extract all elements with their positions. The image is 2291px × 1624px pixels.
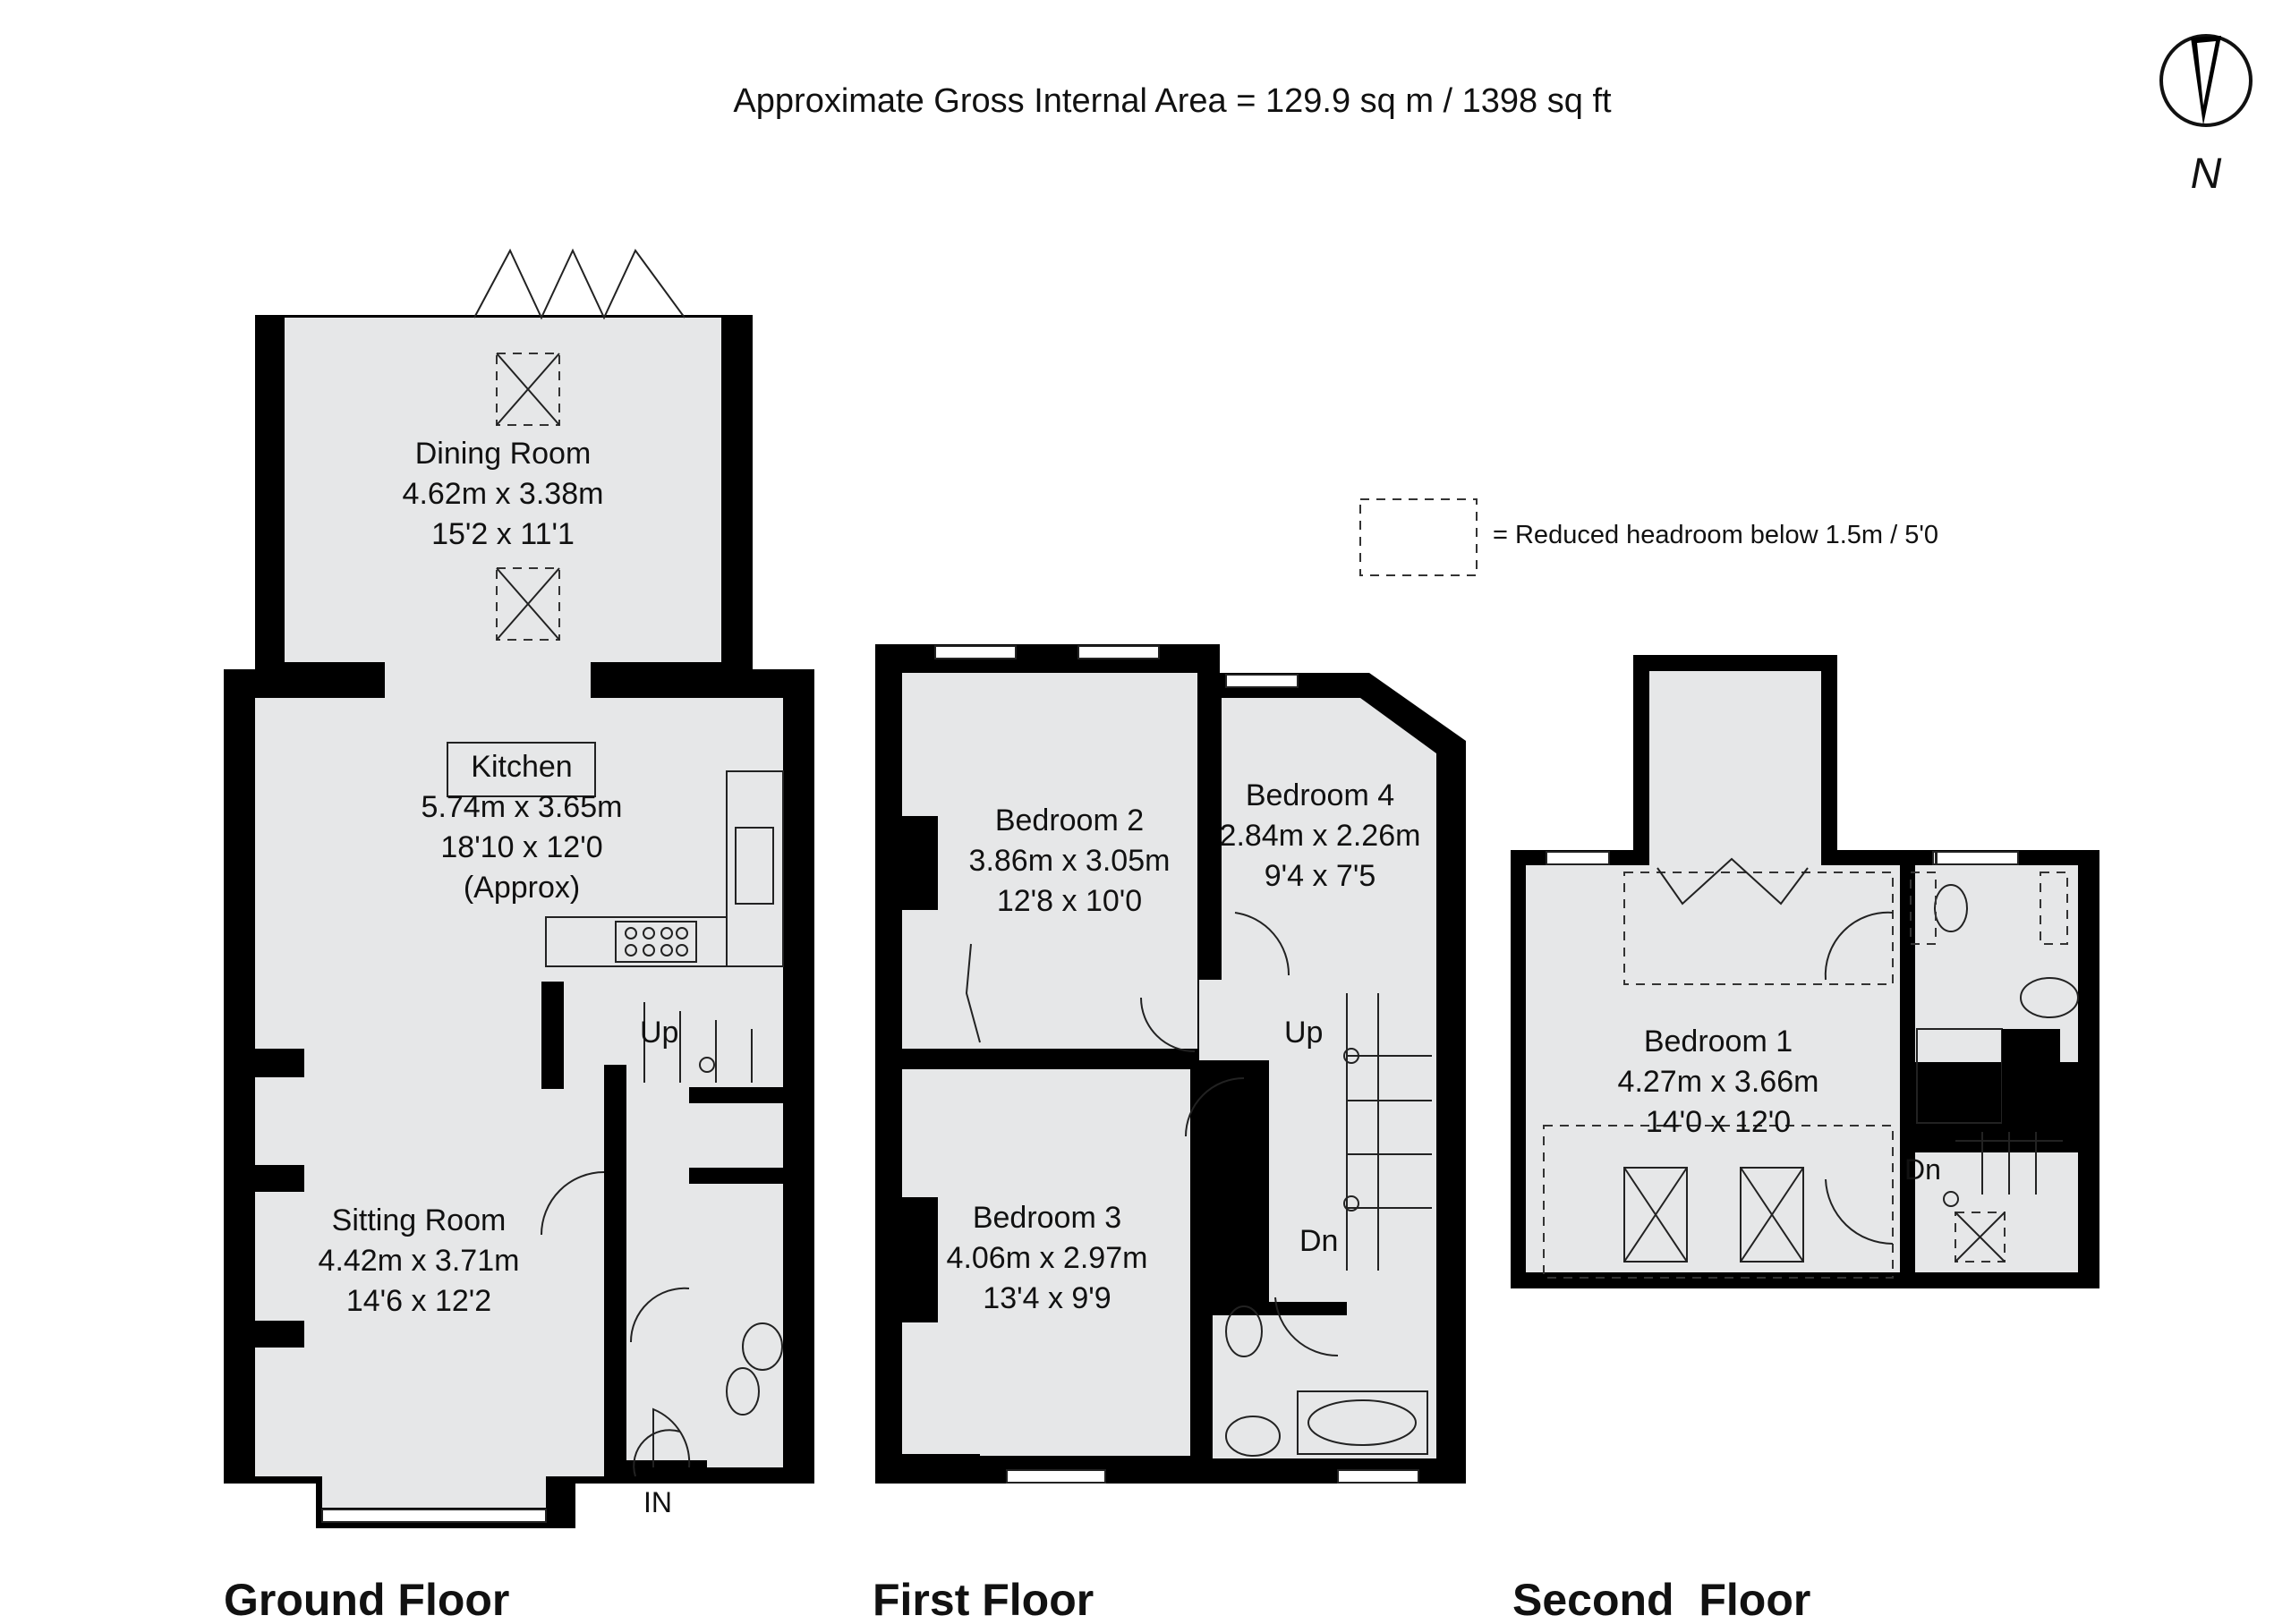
room-imperial: 14'0 x 12'0: [1646, 1105, 1791, 1139]
staircase-icon: [643, 1002, 753, 1083]
stair-down-label: Dn: [1904, 1153, 1941, 1186]
kitchen-sink-icon: [735, 827, 774, 905]
stair-up-label: Up: [640, 1016, 678, 1050]
room-metric: 2.84m x 2.26m: [1220, 819, 1421, 853]
bifold-door-icon: [473, 248, 686, 320]
staircase-icon: [1943, 1132, 2063, 1207]
room-imperial: 14'6 x 12'2: [346, 1284, 491, 1318]
room-name: Dining Room: [415, 437, 592, 471]
room-name: Bedroom 1: [1644, 1025, 1793, 1059]
room-imperial: 13'4 x 9'9: [983, 1281, 1111, 1315]
room-name: Sitting Room: [332, 1203, 507, 1237]
toilet-icon: [726, 1367, 760, 1416]
basin-icon: [742, 1322, 783, 1371]
room-metric: 5.74m x 3.65m: [422, 790, 623, 824]
north-compass-icon: N: [2159, 34, 2253, 198]
room-metric: 4.62m x 3.38m: [403, 477, 604, 511]
room-label-sitting: Sitting Room 4.42m x 3.71m 14'6 x 12'2: [319, 1203, 520, 1318]
room-imperial: 18'10 x 12'0: [440, 830, 602, 864]
skylight-icon: [1955, 1212, 2006, 1263]
compass-north-label: N: [2191, 150, 2222, 198]
legend-dashed-box-icon: [1359, 498, 1478, 576]
first-floor-plan: [875, 644, 1466, 1484]
toilet-icon: [1934, 884, 1968, 932]
room-metric: 3.86m x 3.05m: [969, 844, 1171, 878]
headroom-legend: = Reduced headroom below 1.5m / 5'0: [1359, 498, 1938, 576]
room-label-dining: Dining Room 4.62m x 3.38m 15'2 x 11'1: [403, 437, 604, 551]
stair-up-label: Up: [1284, 1016, 1323, 1050]
room-metric: 4.42m x 3.71m: [319, 1244, 520, 1278]
entrance-label: IN: [643, 1486, 672, 1518]
skylight-icon: [496, 353, 560, 426]
room-metric: 4.27m x 3.66m: [1618, 1065, 1819, 1099]
skylight-icon: [1623, 1167, 1688, 1263]
bath-icon: [1307, 1399, 1417, 1446]
room-name: Bedroom 4: [1246, 778, 1394, 812]
gross-area-title: Approximate Gross Internal Area = 129.9 …: [733, 82, 1612, 120]
room-imperial: 15'2 x 11'1: [431, 517, 575, 551]
toilet-icon: [1225, 1305, 1263, 1357]
room-label-kitchen: Kitchen 5.74m x 3.65m 18'10 x 12'0 (Appr…: [422, 750, 623, 905]
hob-icon: [615, 921, 697, 963]
room-label-bedroom-3: Bedroom 3 4.06m x 2.97m 13'4 x 9'9: [947, 1201, 1148, 1315]
basin-icon: [1225, 1416, 1281, 1457]
room-imperial: 9'4 x 7'5: [1265, 859, 1376, 893]
room-label-bedroom-2: Bedroom 2 3.86m x 3.05m 12'8 x 10'0: [969, 803, 1171, 918]
room-imperial: 12'8 x 10'0: [997, 884, 1142, 918]
room-label-bedroom-4: Bedroom 4 2.84m x 2.26m 9'4 x 7'5: [1220, 778, 1421, 893]
room-name: Kitchen: [471, 750, 572, 784]
floor-label-ground: Ground Floor: [224, 1575, 509, 1624]
room-name: Bedroom 3: [973, 1201, 1121, 1235]
legend-text: = Reduced headroom below 1.5m / 5'0: [1493, 521, 1938, 549]
skylight-icon: [1740, 1167, 1804, 1263]
room-name: Bedroom 2: [995, 803, 1144, 838]
room-label-bedroom-1: Bedroom 1 4.27m x 3.66m 14'0 x 12'0: [1618, 1025, 1819, 1139]
room-note: (Approx): [464, 871, 580, 905]
stair-down-label: Dn: [1299, 1224, 1338, 1258]
floor-label-first: First Floor: [873, 1575, 1094, 1624]
staircase-icon: [1343, 993, 1432, 1271]
second-floor-plan: [1511, 655, 2099, 1288]
basin-icon: [2020, 977, 2079, 1018]
skylight-icon: [496, 567, 560, 641]
floor-label-second: Second Floor: [1512, 1575, 1810, 1624]
ground-floor-plan: [224, 248, 814, 1528]
room-metric: 4.06m x 2.97m: [947, 1241, 1148, 1275]
